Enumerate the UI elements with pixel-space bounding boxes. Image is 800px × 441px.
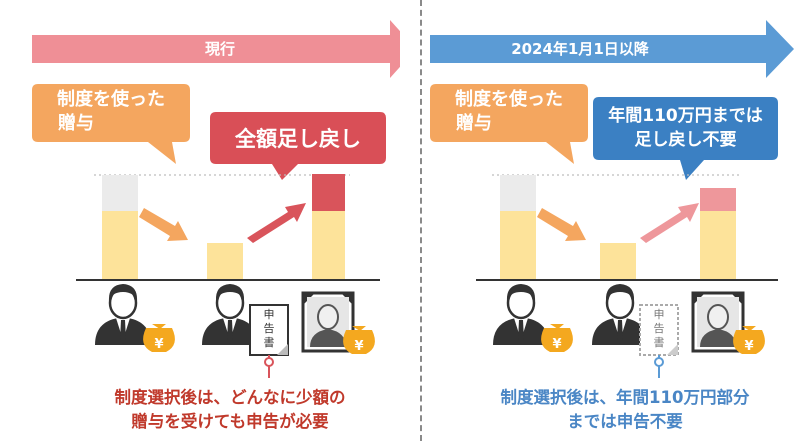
man-with-document-icon xyxy=(592,284,679,356)
yen-bag-icon: ¥ xyxy=(343,326,375,354)
man-with-document-icon xyxy=(202,284,289,356)
bar-grey-top xyxy=(500,175,536,211)
yen-bag-icon: ¥ xyxy=(143,324,175,352)
banner-label: 2024年1月1日以降 xyxy=(511,40,649,58)
banner-arrow-current xyxy=(32,20,400,78)
document-char: 申 xyxy=(653,308,665,321)
bubble-line-1: 制度を使った xyxy=(455,89,563,110)
panel-divider xyxy=(420,0,422,441)
bar-yellow-right xyxy=(312,211,345,280)
banner-label: 現行 xyxy=(204,40,235,58)
gift-bubble xyxy=(430,84,588,164)
svg-text:¥: ¥ xyxy=(154,337,163,352)
current-note: 制度選択後は、どんなに少額の 贈与を受けても申告が必要 xyxy=(70,386,390,434)
panel-current-graphics: ¥ ¥ xyxy=(32,20,400,378)
panel-2024-graphics: ¥ ¥ xyxy=(430,20,794,378)
bar-yellow-middle xyxy=(207,243,243,280)
arrow-icon xyxy=(640,203,699,243)
full-addback-callout xyxy=(210,112,386,180)
document-char: 告 xyxy=(653,322,665,335)
note-connector-dot xyxy=(654,357,664,367)
note-line-1: 制度選択後は、どんなに少額の xyxy=(114,388,346,407)
bar-grey-top xyxy=(102,175,138,211)
note-connector-dot xyxy=(264,357,274,367)
bubble-line-2: 贈与 xyxy=(456,113,492,134)
callout-label: 全額足し戻し xyxy=(235,127,361,151)
callout-line-1: 年間110万円までは xyxy=(608,106,763,126)
panel-current: ¥ ¥ 現行 制度を使った 贈与 xyxy=(32,20,400,434)
note-line-2: までは申告不要 xyxy=(567,412,683,431)
bubble-line-1: 制度を使った xyxy=(57,89,165,110)
callout-label: 年間110万円までは 足し戻し不要 xyxy=(595,104,776,152)
document-char: 書 xyxy=(653,336,665,349)
document-label: 申 告 書 xyxy=(646,308,672,350)
man-icon xyxy=(493,284,549,345)
panel-2024: ¥ ¥ 2024年1月1日以降 制度を使った 贈与 年 xyxy=(400,0,800,441)
arrow-icon xyxy=(139,208,188,241)
yen-bag-icon: ¥ xyxy=(733,326,765,354)
yen-bag-icon: ¥ xyxy=(541,324,573,352)
arrow-icon xyxy=(247,203,306,243)
document-char: 申 xyxy=(263,308,275,321)
document-label: 申 告 書 xyxy=(256,308,282,350)
bar-pink-top xyxy=(700,188,736,211)
bar-yellow-left xyxy=(102,211,138,280)
svg-text:¥: ¥ xyxy=(354,339,363,354)
bar-yellow-middle xyxy=(600,243,636,280)
memorial-portrait-icon xyxy=(691,291,745,353)
svg-text:¥: ¥ xyxy=(744,339,753,354)
document-char: 告 xyxy=(263,322,275,335)
note-line-1: 制度選択後は、年間110万円部分 xyxy=(500,388,750,407)
bubble-line-2: 贈与 xyxy=(58,113,94,134)
bar-red-top xyxy=(312,174,345,211)
svg-text:¥: ¥ xyxy=(552,337,561,352)
bar-yellow-left xyxy=(500,211,536,280)
new-rule-note: 制度選択後は、年間110万円部分 までは申告不要 xyxy=(460,386,790,434)
memorial-portrait-icon xyxy=(301,291,355,353)
banner-arrow-2024 xyxy=(430,20,794,78)
man-icon xyxy=(95,284,151,345)
arrow-icon xyxy=(537,208,586,241)
gift-bubble xyxy=(32,84,190,164)
addback-free-callout xyxy=(593,97,778,180)
document-char: 書 xyxy=(263,336,275,349)
callout-line-2: 足し戻し不要 xyxy=(634,130,737,150)
note-line-2: 贈与を受けても申告が必要 xyxy=(131,412,329,431)
bar-yellow-right xyxy=(700,211,736,280)
